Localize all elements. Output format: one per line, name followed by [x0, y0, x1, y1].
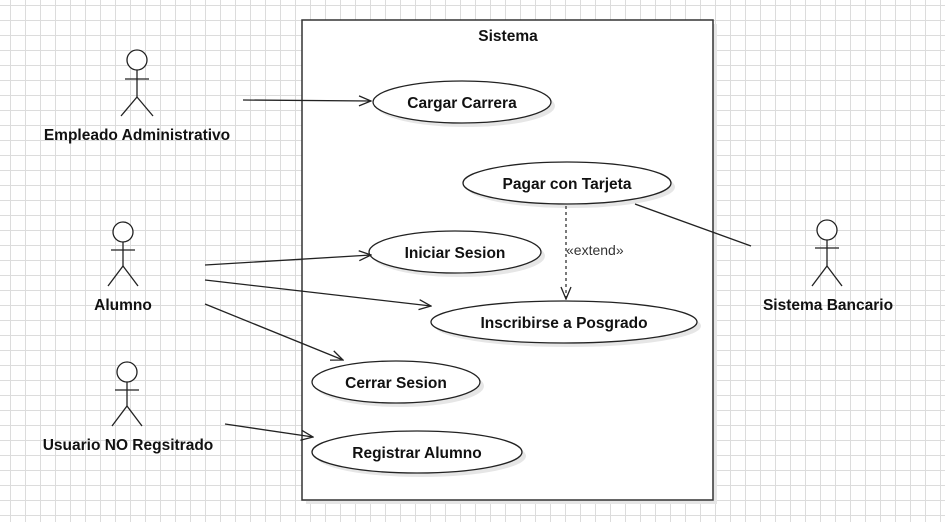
use-case-label: Iniciar Sesion	[405, 245, 506, 262]
actor-stick-figure-icon	[120, 49, 154, 117]
actor-label: Sistema Bancario	[763, 297, 893, 314]
actor-alumno[interactable]: Alumno	[94, 221, 152, 314]
use-case-label: Inscribirse a Posgrado	[480, 315, 647, 332]
actor-label: Empleado Administrativo	[44, 127, 230, 144]
use-case-label: Registrar Alumno	[352, 445, 481, 462]
use-case-pagar-tarjeta[interactable]: Pagar con Tarjeta	[462, 161, 675, 208]
use-case-cerrar-sesion[interactable]: Cerrar Sesion	[311, 360, 484, 407]
use-case-cargar-carrera[interactable]: Cargar Carrera	[372, 80, 555, 127]
use-case-label: Cerrar Sesion	[345, 375, 447, 392]
association-empleado-cargar[interactable]	[242, 100, 371, 101]
actor-usuario-no-registrado[interactable]: Usuario NO Regsitrado	[43, 361, 214, 454]
association-banco-pagar[interactable]	[634, 203, 752, 247]
association-alumno-inscribirse[interactable]	[204, 279, 431, 306]
actor-empleado-administrativo[interactable]: Empleado Administrativo	[44, 49, 230, 144]
actor-label: Usuario NO Regsitrado	[43, 437, 214, 454]
use-case-registrar-alumno[interactable]: Registrar Alumno	[311, 430, 526, 477]
actor-label: Alumno	[94, 297, 152, 314]
actor-stick-figure-icon	[111, 361, 143, 427]
association-alumno-iniciar[interactable]	[204, 255, 371, 266]
system-title: Sistema	[478, 28, 538, 45]
use-case-inscribirse-posgrado[interactable]: Inscribirse a Posgrado	[430, 300, 701, 347]
use-case-label: Cargar Carrera	[407, 95, 517, 112]
use-case-label: Pagar con Tarjeta	[503, 176, 632, 193]
actor-stick-figure-icon	[811, 219, 843, 287]
extend-label: «extend»	[566, 242, 624, 258]
association-usuario-registrar[interactable]	[224, 423, 313, 437]
actor-stick-figure-icon	[107, 221, 139, 287]
association-alumno-cerrar[interactable]	[204, 303, 343, 360]
actor-sistema-bancario[interactable]: Sistema Bancario	[763, 219, 893, 314]
use-case-iniciar-sesion[interactable]: Iniciar Sesion	[368, 230, 545, 277]
